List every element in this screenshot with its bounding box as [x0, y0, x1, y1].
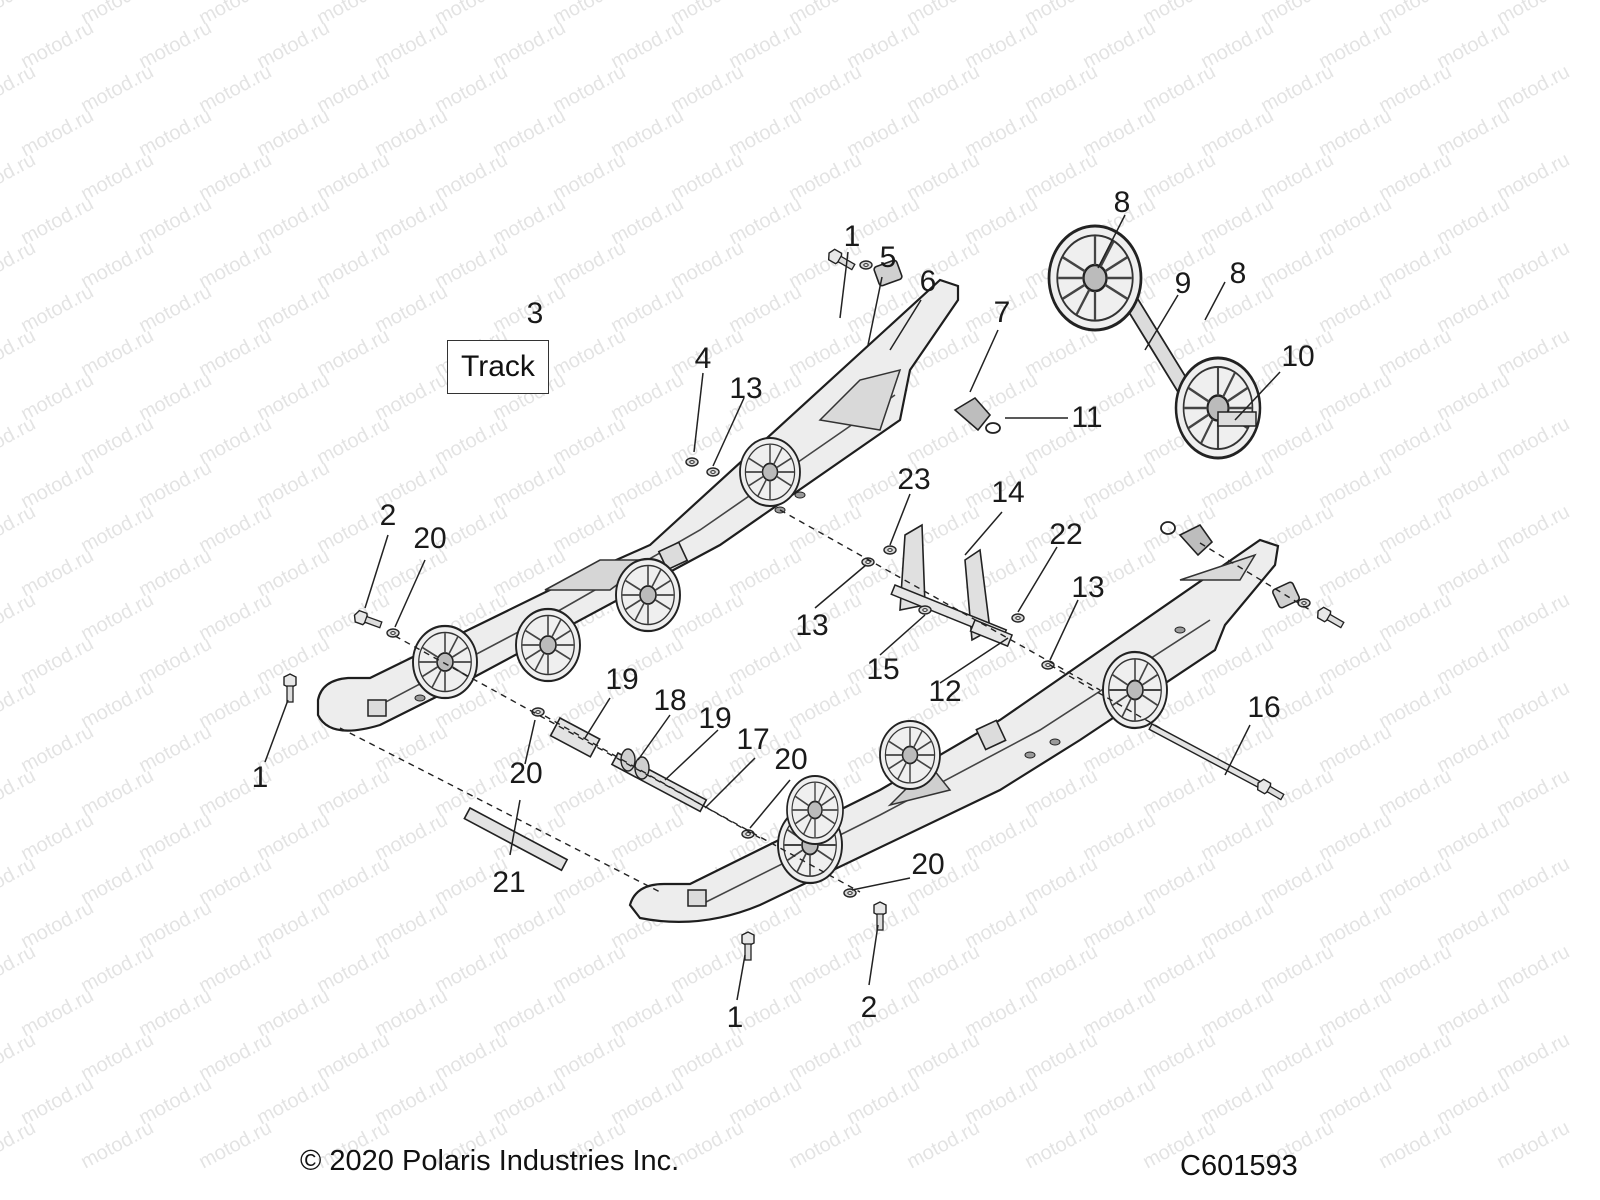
callout-2-upper: 2 [379, 499, 397, 532]
rear-wheel-axle-assembly [1047, 224, 1262, 460]
leader-lines [264, 214, 1281, 1001]
callout-1-upper: 1 [843, 220, 861, 253]
callout-1-lower: 1 [726, 1001, 744, 1034]
callout-19-left: 19 [605, 663, 639, 696]
callout-20-center: 20 [774, 743, 808, 776]
callout-8-left: 8 [1113, 186, 1131, 219]
callout-13-upper: 13 [729, 372, 763, 405]
callout-7: 7 [993, 296, 1011, 329]
callout-23: 23 [897, 463, 931, 496]
callout-11: 11 [1071, 401, 1103, 434]
assembly-lines [339, 509, 1311, 893]
callout-3: 3 [526, 297, 544, 330]
callout-17: 17 [736, 723, 770, 756]
figure-code: C601593 [1180, 1150, 1298, 1182]
callout-1-left: 1 [251, 761, 269, 794]
track-reference-box: Track [447, 340, 549, 394]
callout-16: 16 [1247, 691, 1281, 724]
callout-14: 14 [991, 476, 1025, 509]
callout-20-upper: 20 [413, 522, 447, 555]
track-label: Track [461, 350, 535, 383]
callout-19-right: 19 [698, 702, 732, 735]
callout-18: 18 [653, 684, 687, 717]
hardware-fasteners [283, 247, 1347, 961]
callout-4: 4 [694, 342, 712, 375]
rail-idler-wheels [411, 436, 1169, 885]
callout-2-lower: 2 [860, 991, 878, 1024]
callout-5: 5 [879, 241, 897, 274]
callout-20-lower: 20 [911, 848, 945, 881]
callout-20-left: 20 [509, 757, 543, 790]
center-bracket-assembly [890, 523, 1014, 648]
callout-21: 21 [492, 866, 526, 899]
callout-12: 12 [928, 675, 962, 708]
callout-13-center: 13 [795, 609, 829, 642]
callout-8-right: 8 [1229, 257, 1247, 290]
callout-10: 10 [1281, 340, 1315, 373]
callout-22: 22 [1049, 518, 1083, 551]
callout-6: 6 [919, 265, 937, 298]
copyright-notice: © 2020 Polaris Industries Inc. [300, 1145, 680, 1177]
callout-9: 9 [1174, 267, 1192, 300]
callout-15: 15 [866, 653, 900, 686]
callout-13-right: 13 [1071, 571, 1105, 604]
